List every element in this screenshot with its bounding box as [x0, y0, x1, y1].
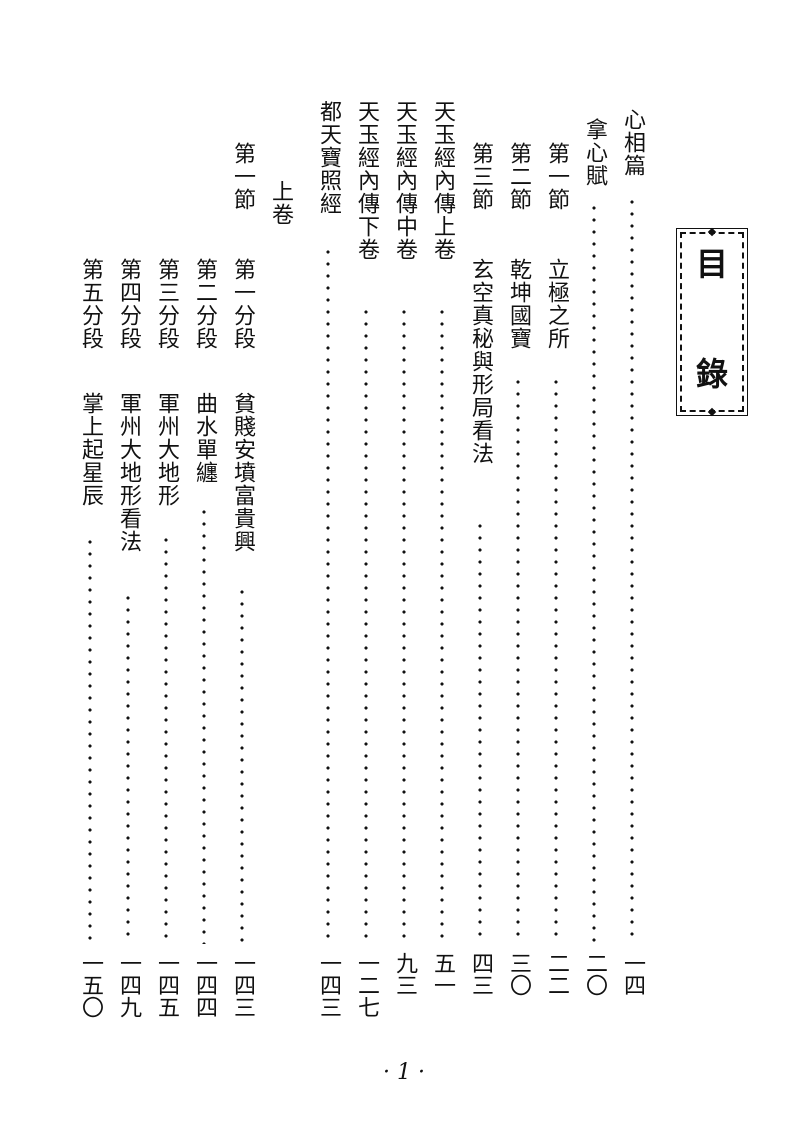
toc-entry-page: 一四九	[116, 952, 141, 1018]
toc-entry-label: 第三分段	[154, 258, 179, 350]
toc-entry-page: 一四五	[154, 952, 179, 1018]
toc-entry-label: 都天寶照經	[316, 100, 341, 215]
leader-dots	[592, 202, 596, 944]
toc-entry-page: 二〇	[582, 952, 607, 996]
toc-entry-label: 心相篇	[620, 108, 645, 177]
toc-entry-label: 第二分段	[192, 258, 217, 350]
toc-entry-subtitle: 玄空真秘與形局看法	[468, 258, 493, 465]
toc-entry-label: 第五分段	[78, 258, 103, 350]
leader-dots	[516, 376, 520, 944]
leader-dots	[402, 306, 406, 944]
leader-dots	[202, 506, 206, 944]
toc-entry-label: 天玉經內傳上卷	[430, 100, 455, 261]
toc-entry-label: 第四分段	[116, 258, 141, 350]
toc-entry-label: 第二節	[506, 142, 531, 211]
page-number: · 1 ·	[383, 1060, 425, 1085]
toc-entry-page: 四三	[468, 952, 493, 996]
toc-entry-label: 第三節	[468, 142, 493, 211]
toc-entry-subtitle: 軍州大地形看法	[116, 392, 141, 553]
toc-entry-subtitle: 曲水單纏	[192, 392, 217, 484]
toc-entry-page: 一二七	[354, 952, 379, 1018]
toc-title-char-1: 目	[695, 245, 728, 283]
toc-title-box: 目 錄	[676, 227, 748, 417]
toc-entry-label: 第一節	[230, 142, 255, 211]
toc-entry-page: 一四四	[192, 952, 217, 1018]
toc-entry-label: 第一分段	[230, 258, 255, 350]
toc-entry-subtitle: 貧賤安墳富貴興	[230, 392, 255, 553]
leader-dots	[440, 306, 444, 944]
toc-entry-label: 天玉經內傳下卷	[354, 100, 379, 261]
toc-title-char-2: 錄	[695, 355, 728, 393]
ornament-bottom-icon	[707, 407, 717, 417]
toc-entry-page: 五一	[430, 952, 455, 996]
toc-entry-label: 第一節	[544, 142, 569, 211]
toc-entry-page: 九三	[392, 952, 417, 996]
leader-dots	[364, 306, 368, 944]
toc-entry-page: 三〇	[506, 952, 531, 996]
toc-entry-page: 一四三	[316, 952, 341, 1018]
leader-dots	[126, 592, 130, 944]
toc-entry-subtitle: 立極之所	[544, 258, 569, 350]
toc-entry-subtitle: 掌上起星辰	[78, 392, 103, 507]
ornament-top-icon	[707, 227, 717, 237]
toc-entry-label: 天玉經內傳中卷	[392, 100, 417, 261]
leader-dots	[554, 376, 558, 944]
leader-dots	[326, 246, 330, 944]
leader-dots	[630, 196, 634, 944]
leader-dots	[478, 520, 482, 944]
toc-entry-subtitle: 乾坤國寶	[506, 258, 531, 350]
toc-entry-page: 一四	[620, 952, 645, 996]
leader-dots	[164, 534, 168, 944]
toc-entry-page: 二二	[544, 952, 569, 996]
toc-entry-subtitle: 軍州大地形	[154, 392, 179, 507]
leader-dots	[240, 586, 244, 944]
toc-entry-label: 上卷	[268, 180, 293, 226]
toc-entry-page: 一五〇	[78, 952, 103, 1018]
toc-entry-label: 拿心賦	[582, 118, 607, 187]
leader-dots	[88, 536, 92, 944]
toc-entry-page: 一四三	[230, 952, 255, 1018]
